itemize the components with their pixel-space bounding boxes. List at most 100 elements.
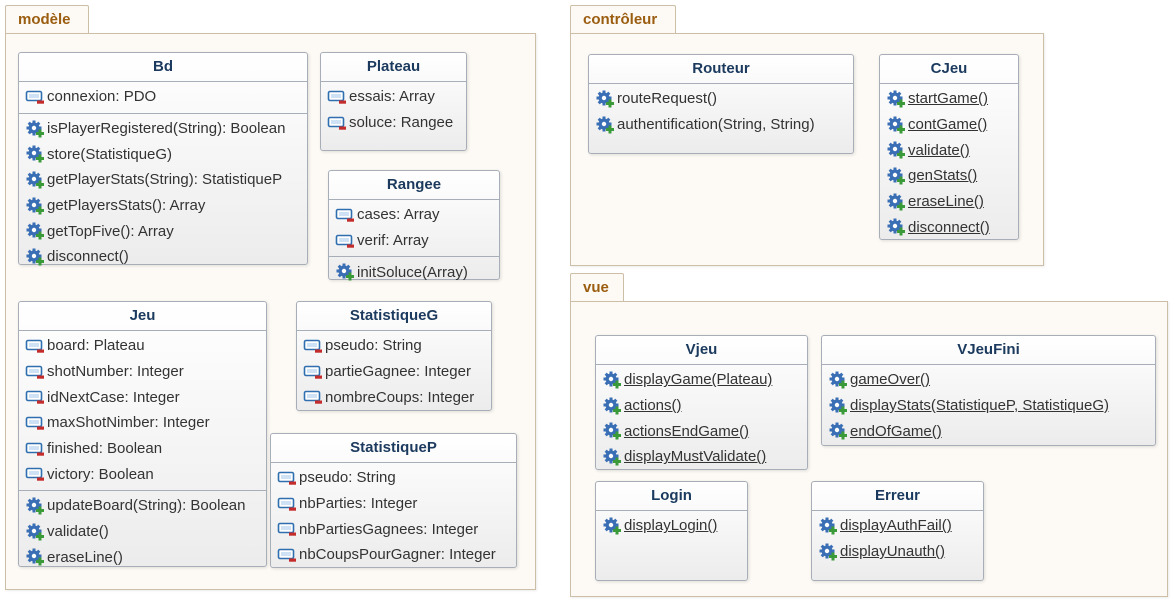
operation-row[interactable]: endOfGame() [822,418,1155,444]
attribute-row[interactable]: pseudo: String [297,333,491,359]
operation-label: actionsEndGame() [624,422,750,440]
operation-row[interactable]: isPlayerRegistered(String): Boolean [19,116,307,142]
attribute-row[interactable]: nbPartiesGagnees: Integer [271,516,516,542]
operation-row[interactable]: getPlayersStats(): Array [19,193,307,219]
package-label-controleur: contrôleur [583,11,658,28]
attribute-row[interactable]: finished: Boolean [19,436,266,462]
operation-row[interactable]: genStats() [880,163,1018,189]
attribute-row[interactable]: soluce: Rangee [321,110,466,136]
operation-row[interactable]: disconnect() [19,244,307,270]
operations-compartment: gameOver() displayStats(StatistiqueP, Sta… [822,364,1155,447]
attribute-icon [25,88,45,106]
operation-label: displayGame(Plateau) [624,371,773,389]
operation-row[interactable]: displayStats(StatistiqueP, StatistiqueG) [822,393,1155,419]
operations-compartment: routeRequest() authentification(String, S… [589,83,853,140]
attribute-icon [277,495,297,513]
class-name: Rangee [386,176,442,193]
attribute-row[interactable]: nombreCoups: Integer [297,384,491,410]
operation-row[interactable]: displayAuthFail() [812,513,983,539]
operation-icon [886,141,906,159]
operation-row[interactable]: gameOver() [822,367,1155,393]
attribute-row[interactable]: maxShotNimber: Integer [19,410,266,436]
operation-row[interactable]: actions() [596,393,807,419]
operation-icon [602,371,622,389]
operation-row[interactable]: authentification(String, String) [589,112,853,138]
operation-row[interactable]: initSoluce(Array) [329,259,499,285]
operation-row[interactable]: displayMustValidate() [596,444,807,470]
operation-row[interactable]: validate() [19,519,266,545]
operation-row[interactable]: routeRequest() [589,86,853,112]
package-tab-vue[interactable]: vue [570,273,624,302]
attribute-icon [25,388,45,406]
attribute-row[interactable]: idNextCase: Integer [19,384,266,410]
operation-row[interactable]: displayGame(Plateau) [596,367,807,393]
operation-label: disconnect() [908,218,990,236]
class-name: Jeu [129,307,156,324]
operation-label: getPlayerStats(String): StatistiqueP [47,171,283,189]
class-erreur[interactable]: Erreur displayAuthFail() displayUnauth() [811,481,984,581]
operation-label: initSoluce(Array) [357,263,468,281]
attribute-row[interactable]: connexion: PDO [19,84,307,110]
operation-row[interactable]: getTopFive(): Array [19,218,307,244]
package-tab-modele[interactable]: modèle [5,5,89,34]
class-name: Erreur [874,487,921,504]
operation-row[interactable]: validate() [880,137,1018,163]
operation-icon [25,145,45,163]
operation-row[interactable]: displayLogin() [596,513,747,539]
attribute-row[interactable]: nbCoupsPourGagner: Integer [271,542,516,568]
class-name: StatistiqueP [350,439,437,456]
operation-label: getTopFive(): Array [47,222,174,240]
attribute-row[interactable]: cases: Array [329,202,499,228]
attribute-row[interactable]: pseudo: String [271,465,516,491]
package-tab-controleur[interactable]: contrôleur [570,5,676,34]
attribute-label: nbPartiesGagnees: Integer [299,520,479,538]
attribute-row[interactable]: essais: Array [321,84,466,110]
operation-row[interactable]: updateBoard(String): Boolean [19,493,266,519]
attribute-row[interactable]: shotNumber: Integer [19,359,266,385]
operation-icon [25,120,45,138]
operation-label: contGame() [908,116,988,134]
class-name: Plateau [366,58,421,75]
attribute-label: pseudo: String [325,337,422,355]
attribute-row[interactable]: partieGagnee: Integer [297,359,491,385]
operation-row[interactable]: eraseLine() [19,545,266,571]
operation-row[interactable]: disconnect() [880,214,1018,240]
operation-row[interactable]: store(StatistiqueG) [19,141,307,167]
operation-icon [25,523,45,541]
operation-row[interactable]: startGame() [880,86,1018,112]
operation-label: displayMustValidate() [624,448,767,466]
operation-label: authentification(String, String) [617,116,815,134]
operation-icon [886,90,906,108]
operation-label: displayStats(StatistiqueP, StatistiqueG) [850,397,1110,415]
operation-row[interactable]: getPlayerStats(String): StatistiqueP [19,167,307,193]
operation-label: displayUnauth() [840,543,946,561]
operation-row[interactable]: eraseLine() [880,189,1018,215]
attribute-row[interactable]: board: Plateau [19,333,266,359]
attribute-row[interactable]: verif: Array [329,228,499,254]
operation-row[interactable]: displayUnauth() [812,539,983,565]
package-label-modele: modèle [18,11,71,28]
attribute-label: partieGagnee: Integer [325,363,471,381]
operation-icon [602,397,622,415]
attribute-row[interactable]: victory: Boolean [19,461,266,487]
operation-icon [595,116,615,134]
operation-row[interactable]: actionsEndGame() [596,418,807,444]
attribute-label: idNextCase: Integer [47,388,180,406]
attribute-icon [25,414,45,432]
operation-row[interactable]: contGame() [880,112,1018,138]
attribute-row[interactable]: nbParties: Integer [271,491,516,517]
operation-icon [595,90,615,108]
attribute-label: nbCoupsPourGagner: Integer [299,546,496,564]
